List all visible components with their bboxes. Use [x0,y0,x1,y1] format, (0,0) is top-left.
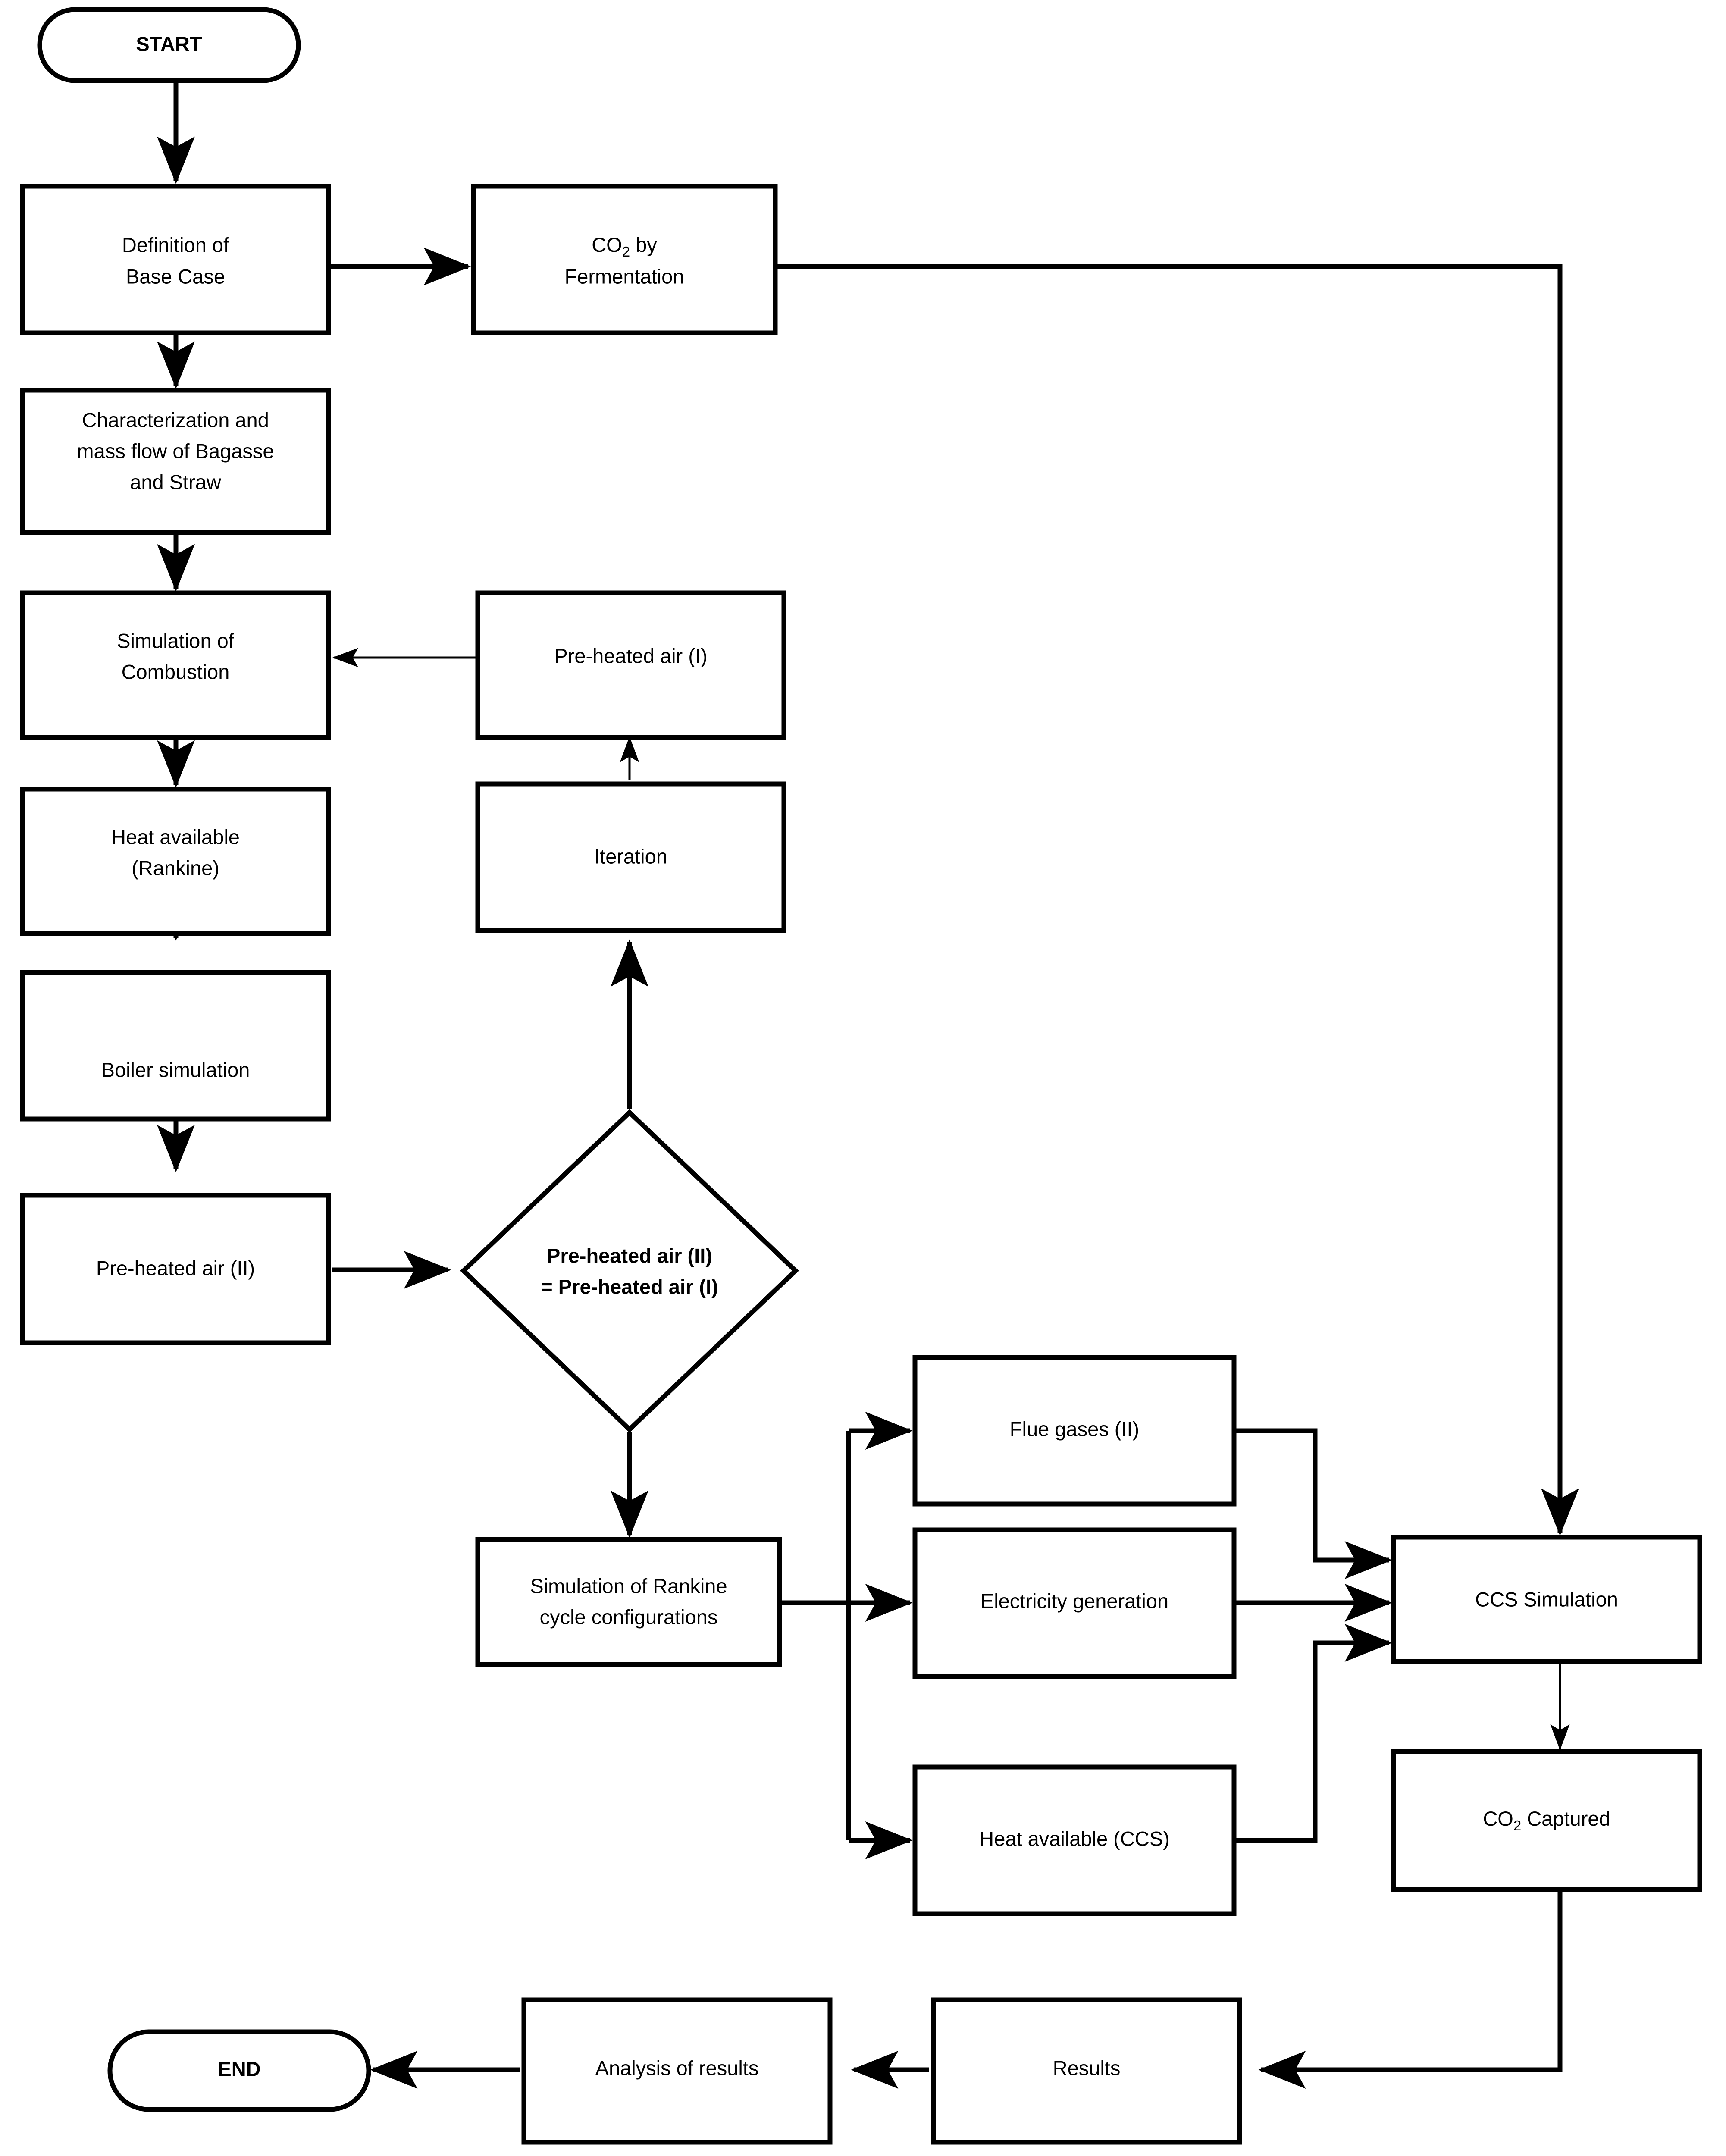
node-characterization-mass-flow[interactable] [20,388,331,535]
node-characterization-line3: and Straw [130,470,222,493]
co2captured-captured-text: Captured [1521,1807,1610,1830]
node-definition-line1: Definition of [122,233,229,256]
node-characterization-line1: Characterization and [82,408,269,431]
node-end-label: END [218,2057,260,2080]
node-ccssim-label: CCS Simulation [1475,1588,1618,1611]
node-electricity-generation[interactable] [912,1527,1237,1679]
node-start[interactable] [37,7,301,83]
node-flue-gases-2[interactable] [912,1355,1237,1507]
node-co2-captured[interactable] [1391,1749,1702,1892]
node-fluegases-label: Flue gases (II) [1010,1417,1139,1440]
node-analysis-label: Analysis of results [595,2056,759,2079]
node-co2-by-fermentation[interactable] [471,184,778,335]
node-start-label: START [136,32,202,55]
node-co2ferm-line2: Fermentation [565,265,684,288]
node-heat-available-ccs[interactable] [912,1764,1237,1916]
co2ferm-by-text: by [630,233,657,256]
co2ferm-subscript: 2 [622,244,630,260]
node-end[interactable] [107,2029,371,2112]
node-co2ferm-line1: CO2 by [592,233,657,259]
node-preheat2-label: Pre-heated air (II) [96,1257,255,1279]
node-simulation-rankine-cycle[interactable] [475,1537,782,1667]
node-preheat1-label: Pre-heated air (I) [554,644,707,667]
node-heatccs-label: Heat available (CCS) [979,1827,1169,1850]
edge-heatccs-to-ccssim [1235,1624,1392,1843]
node-decision-line2: = Pre-heated air (I) [541,1275,718,1298]
node-pre-heated-air-1[interactable] [475,590,786,740]
node-heatrankine-line1: Heat available [111,825,240,848]
edge-co2captured-to-results [1258,1885,1563,2089]
node-definition-of-base-case[interactable] [20,184,331,335]
node-simulation-of-combustion[interactable] [20,590,331,740]
co2ferm-co-text: CO [592,233,622,256]
node-co2captured-label: CO2 Captured [1483,1807,1610,1833]
co2captured-subscript: 2 [1513,1818,1521,1833]
node-electricity-label: Electricity generation [980,1589,1168,1612]
node-simrankine-line2: cycle configurations [540,1605,718,1628]
edge-co2ferm-to-ccssim [775,264,1579,1536]
node-decision-line1: Pre-heated air (II) [547,1244,712,1267]
node-simcombustion-line2: Combustion [122,660,230,683]
node-heat-available-rankine[interactable] [20,787,331,936]
node-results-label: Results [1053,2056,1121,2079]
edge-fluegases-to-ccssim [1235,1428,1392,1579]
node-iteration-label: Iteration [594,845,667,868]
node-ccs-simulation[interactable] [1391,1535,1702,1664]
node-characterization-line2: mass flow of Bagasse [77,439,274,462]
node-simrankine-line1: Simulation of Rankine [530,1574,727,1597]
node-heatrankine-line2: (Rankine) [132,856,219,879]
node-iteration[interactable] [475,781,786,933]
node-definition-line2: Base Case [126,265,225,288]
co2captured-co-text: CO [1483,1807,1513,1830]
node-simcombustion-line1: Simulation of [117,629,235,652]
node-analysis-of-results[interactable] [521,1997,833,2145]
node-boiler-label: Boiler simulation [101,1058,250,1081]
node-decision-preheated-air-equality[interactable] [460,1109,799,1433]
node-pre-heated-air-2[interactable] [20,1193,331,1345]
node-results[interactable] [931,1997,1242,2145]
node-boiler-simulation[interactable] [20,970,331,1122]
